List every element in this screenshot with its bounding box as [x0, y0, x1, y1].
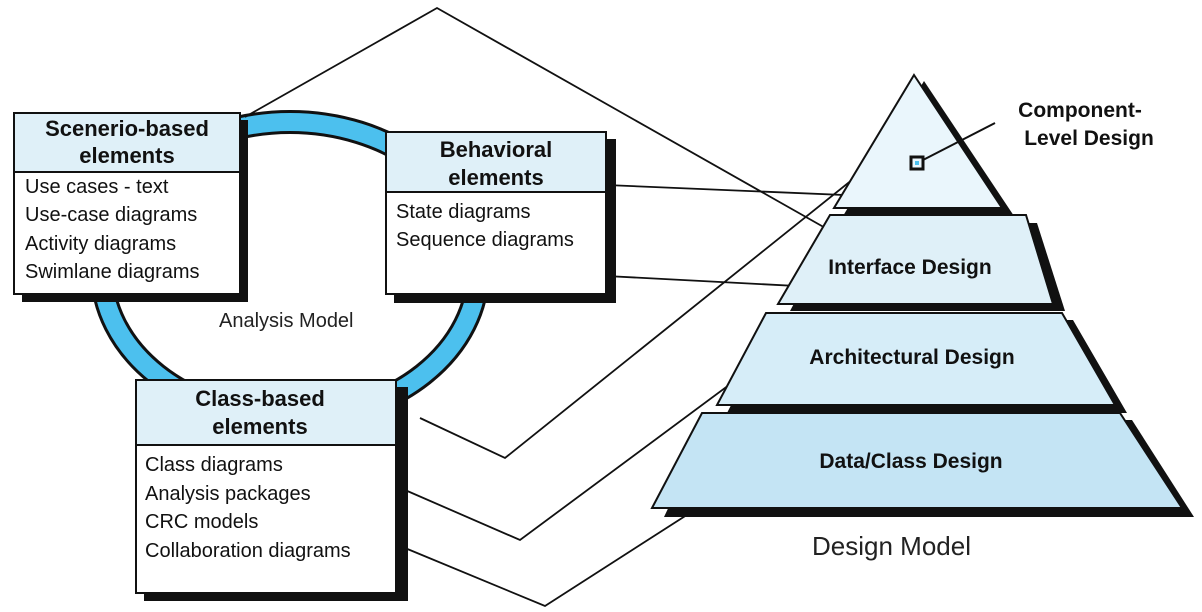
class-box-title-line1: Class-based: [195, 386, 325, 411]
component-level-label-line2: Level Design: [1024, 127, 1154, 150]
class-elements-box: Class-based elements Class diagrams Anal…: [135, 379, 408, 601]
data-class-tier: [650, 412, 1184, 509]
component-tier: [832, 73, 1004, 209]
interface-tier: [776, 214, 1055, 305]
tier-label-architectural: Architectural Design: [809, 346, 1014, 369]
behavioral-to-interface-line: [605, 275, 818, 295]
class-item: Analysis packages: [145, 483, 311, 505]
scenario-elements-box: Scenerio-based elements Use cases - text…: [13, 112, 248, 302]
behavioral-to-component-line: [605, 184, 870, 204]
design-model-caption: Design Model: [812, 531, 971, 561]
class-to-architectural-line: [404, 361, 762, 542]
scenario-box-title-line2: elements: [79, 143, 174, 168]
scenario-item: Swimlane diagrams: [25, 261, 200, 283]
design-pyramid: [650, 73, 1194, 517]
scenario-to-interface-line: [244, 6, 845, 239]
tier-label-interface: Interface Design: [828, 256, 991, 279]
component-level-label-line1: Component-: [1018, 99, 1142, 122]
class-item: Collaboration diagrams: [145, 540, 351, 562]
scenario-item: Use cases - text: [25, 176, 169, 198]
scenario-item: Activity diagrams: [25, 233, 176, 255]
scenario-item: Use-case diagrams: [25, 204, 197, 226]
behavioral-box-title-line1: Behavioral: [440, 137, 553, 162]
scenario-box-title-line1: Scenerio-based: [45, 116, 209, 141]
class-box-title-line2: elements: [212, 414, 307, 439]
class-item: CRC models: [145, 511, 258, 533]
behavioral-item: Sequence diagrams: [396, 229, 574, 251]
analysis-model-caption: Analysis Model: [219, 310, 354, 332]
behavioral-box-title-line2: elements: [448, 165, 543, 190]
class-to-component-line: [419, 141, 900, 460]
class-item: Class diagrams: [145, 454, 283, 476]
tier-label-data-class: Data/Class Design: [819, 450, 1002, 473]
behavioral-elements-box: Behavioral elements State diagrams Seque…: [385, 131, 616, 303]
component-pointer-line: [922, 122, 996, 161]
behavioral-item: State diagrams: [396, 201, 531, 223]
architectural-tier: [715, 312, 1117, 406]
